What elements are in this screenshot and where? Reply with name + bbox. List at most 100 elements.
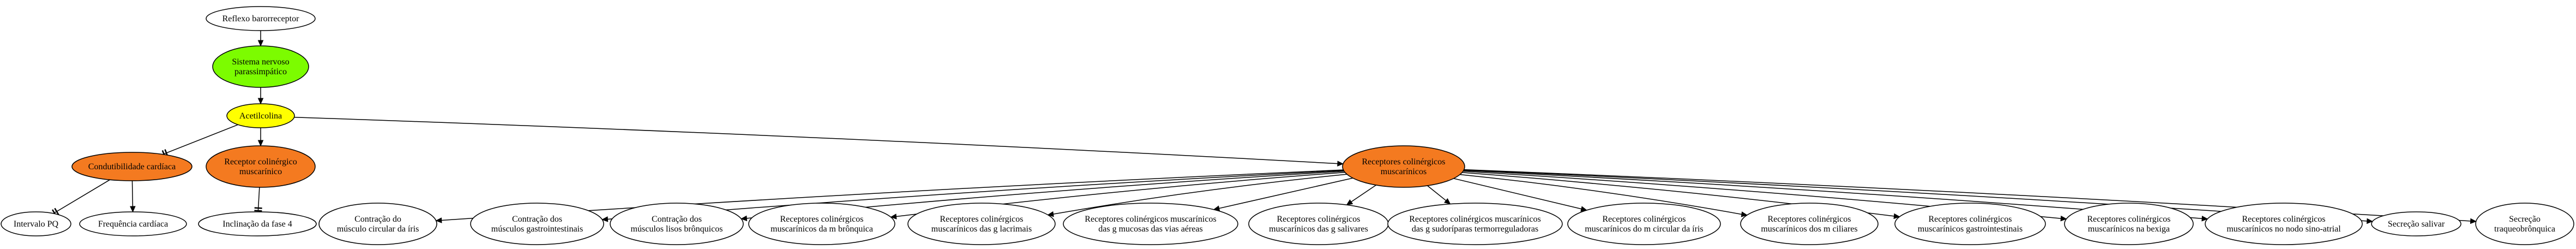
edge-parassimpatico-to-acetilcolina — [257, 87, 264, 105]
node-reflexo-barorreceptor: Reflexo barorreceptor — [206, 6, 316, 31]
edge-arrowhead — [2060, 215, 2067, 222]
node-condutibilidade-cardiaca: Condutibilidade cardíaca — [71, 152, 192, 181]
node-label: Contração dos — [652, 215, 702, 224]
node-label: Reflexo barorreceptor — [222, 14, 299, 23]
node-label: Acetilcolina — [239, 111, 282, 121]
node-ellipse — [206, 145, 316, 188]
edge-acetilcolina-to-receptor_colinergico — [257, 128, 264, 147]
node-ellipse — [2064, 203, 2194, 245]
node-label: Receptores colinérgicos — [2242, 215, 2326, 224]
node-label: Receptores colinérgicos — [1929, 215, 2012, 224]
edge-acetilcolina-to-receptores_colinergicos — [294, 116, 1344, 167]
edge-line — [1351, 185, 1377, 203]
node-label: muscarínicos na bexiga — [2088, 224, 2170, 234]
node-ellipse — [1387, 203, 1563, 245]
edge-arrowhead — [1337, 161, 1344, 167]
node-label: músculos lisos brônquicos — [631, 224, 723, 234]
edge-arrowhead — [257, 140, 264, 147]
node-label: Condutibilidade cardíaca — [88, 162, 176, 171]
node-ellipse — [748, 203, 895, 245]
node-receptores-colinergicos-muscarinicos-das-g-sudoriparas-termorreguladoras: Receptores colinérgicos muscarínicosdas … — [1387, 203, 1563, 245]
node-label: muscarínicos dos m ciliares — [1761, 224, 1857, 234]
edge-line — [54, 179, 110, 214]
edge-line — [294, 116, 1338, 164]
node-label: muscarínicos da m brônquica — [771, 224, 873, 234]
edge-line — [1053, 174, 1347, 215]
node-acetilcolina: Acetilcolina — [226, 103, 295, 128]
node-label: muscarínicos das g lacrimais — [931, 224, 1032, 234]
node-receptores-colinergicos-muscarinicos-das-g-mucosas-das-vias-aereas: Receptores colinérgicos muscarínicosdas … — [1063, 203, 1238, 245]
node-label: Receptores colinérgicos — [2087, 215, 2171, 224]
edge-arrowhead — [1893, 213, 1900, 220]
edge-line — [131, 180, 134, 207]
node-label: Receptores colinérgicos — [1603, 215, 1686, 224]
edge-arrowhead — [1346, 199, 1353, 205]
node-ellipse — [212, 45, 309, 88]
edge-condutibilidade-to-frequencia — [130, 180, 136, 213]
edge-line — [1453, 178, 1582, 210]
node-ellipse — [1894, 203, 2046, 245]
node-label: Receptores colinérgicos — [1768, 215, 1851, 224]
edge-arrowhead — [1444, 198, 1451, 205]
edge-receptor_colinergico-to-inclinacao — [254, 187, 262, 212]
edge-arrowhead — [435, 217, 442, 223]
edge-line — [164, 124, 238, 155]
edge-tee-bar — [54, 208, 59, 216]
node-ellipse — [226, 103, 295, 128]
node-ellipse — [2205, 203, 2363, 245]
edge-barorreflexo-to-parassimpatico — [257, 31, 264, 47]
node-label: muscarínicos — [1381, 167, 1427, 176]
node-ellipse — [71, 152, 192, 181]
node-secrecao-salivar: Secreção salivar — [2371, 211, 2461, 236]
node-ellipse — [1, 211, 71, 236]
node-label: Frequência cardíaca — [98, 220, 168, 229]
edge-arrowhead — [1047, 211, 1054, 217]
edge-arrowhead — [257, 98, 264, 105]
node-label: Contração do — [354, 215, 401, 224]
node-label: Secreção — [2509, 215, 2541, 224]
edge-arrowhead — [741, 215, 748, 222]
node-label: músculo circular da íris — [337, 224, 419, 234]
node-ellipse — [1063, 203, 1238, 245]
node-label: muscarínicos gastrointestinais — [1918, 224, 2023, 234]
node-label: Sistema nervoso — [232, 57, 289, 67]
edge-arrowhead — [890, 214, 897, 220]
node-ellipse — [1248, 203, 1389, 245]
node-ellipse — [79, 211, 187, 236]
edge-receptores_colinergicos-to-t5 — [1047, 174, 1347, 217]
node-ellipse — [1342, 145, 1465, 188]
edge-arrowhead — [601, 216, 609, 222]
edge-receptores_colinergicos-to-t10 — [1460, 174, 1748, 217]
edge-tee-bar — [254, 207, 262, 209]
edge-arrowhead — [2470, 218, 2477, 224]
node-label: muscarínicos das g salivares — [1269, 224, 1368, 234]
node-intervalo-pq: Intervalo PQ — [1, 211, 71, 236]
edge-arrowhead — [130, 206, 136, 213]
node-ellipse — [2475, 203, 2574, 245]
node-ellipse — [1567, 203, 1721, 245]
node-label: Contração dos — [512, 215, 562, 224]
edge-arrowhead — [1741, 211, 1748, 217]
node-label: Inclinação da fase 4 — [222, 220, 292, 229]
node-ellipse — [2371, 211, 2461, 236]
node-label: parassimpático — [234, 67, 287, 76]
node-ellipse — [198, 211, 317, 236]
edge-arrowhead — [257, 40, 264, 47]
node-ellipse — [206, 6, 316, 31]
